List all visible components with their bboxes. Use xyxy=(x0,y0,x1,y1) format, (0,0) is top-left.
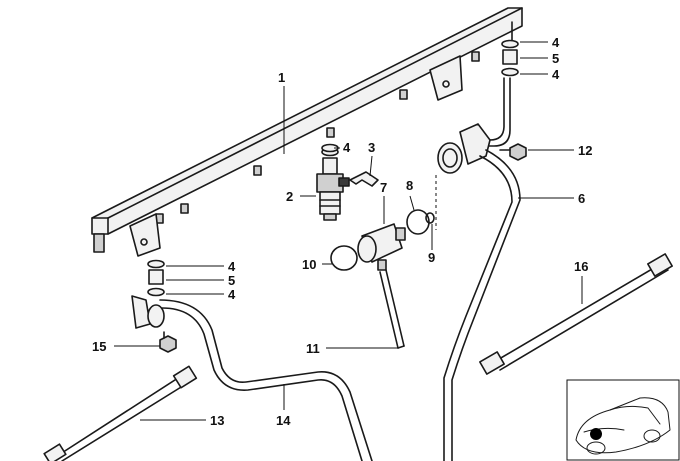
callout-8: 8 xyxy=(406,178,413,193)
seal-stack-lower[interactable] xyxy=(147,259,165,297)
callout-3: 3 xyxy=(368,140,375,155)
callout-5-left: 5 xyxy=(228,273,235,288)
fuel-rail[interactable] xyxy=(91,7,523,257)
callout-5-top: 5 xyxy=(552,51,559,66)
callout-9: 9 xyxy=(428,250,435,265)
snap-ring-10[interactable] xyxy=(330,245,358,271)
callout-13: 13 xyxy=(210,413,224,428)
injector-clip[interactable] xyxy=(349,171,379,187)
callout-1: 1 xyxy=(278,70,285,85)
callout-4-top: 4 xyxy=(552,35,560,50)
callout-4-left-lower: 4 xyxy=(228,287,236,302)
vehicle-locator-inset xyxy=(566,379,680,461)
bolt-12[interactable] xyxy=(499,143,527,161)
callout-11: 11 xyxy=(306,341,320,356)
o-ring-8[interactable] xyxy=(406,209,430,235)
leader-lines xyxy=(114,41,583,421)
hose-13[interactable] xyxy=(43,365,198,461)
callout-4-top-lower: 4 xyxy=(552,67,560,82)
callout-12: 12 xyxy=(578,143,592,158)
callout-2: 2 xyxy=(286,189,293,204)
screw-15[interactable] xyxy=(159,331,177,353)
vacuum-hose[interactable] xyxy=(379,269,405,349)
callout-6: 6 xyxy=(578,191,585,206)
hose-16[interactable] xyxy=(479,253,673,375)
fuel-pipe-right[interactable] xyxy=(435,77,521,461)
engine-location-marker xyxy=(590,428,602,440)
callout-16: 16 xyxy=(574,259,588,274)
callout-10: 10 xyxy=(302,257,316,272)
pressure-regulator[interactable] xyxy=(357,223,406,271)
o-ring-9[interactable] xyxy=(425,212,435,224)
callout-4-injector: 4 xyxy=(343,140,351,155)
callout-4-left: 4 xyxy=(228,259,236,274)
fuel-pipe-left[interactable] xyxy=(131,295,373,461)
callout-7: 7 xyxy=(380,180,387,195)
seal-stack-upper[interactable] xyxy=(501,39,519,77)
callout-14: 14 xyxy=(276,413,291,428)
injector[interactable] xyxy=(316,147,350,221)
callout-15: 15 xyxy=(92,339,106,354)
